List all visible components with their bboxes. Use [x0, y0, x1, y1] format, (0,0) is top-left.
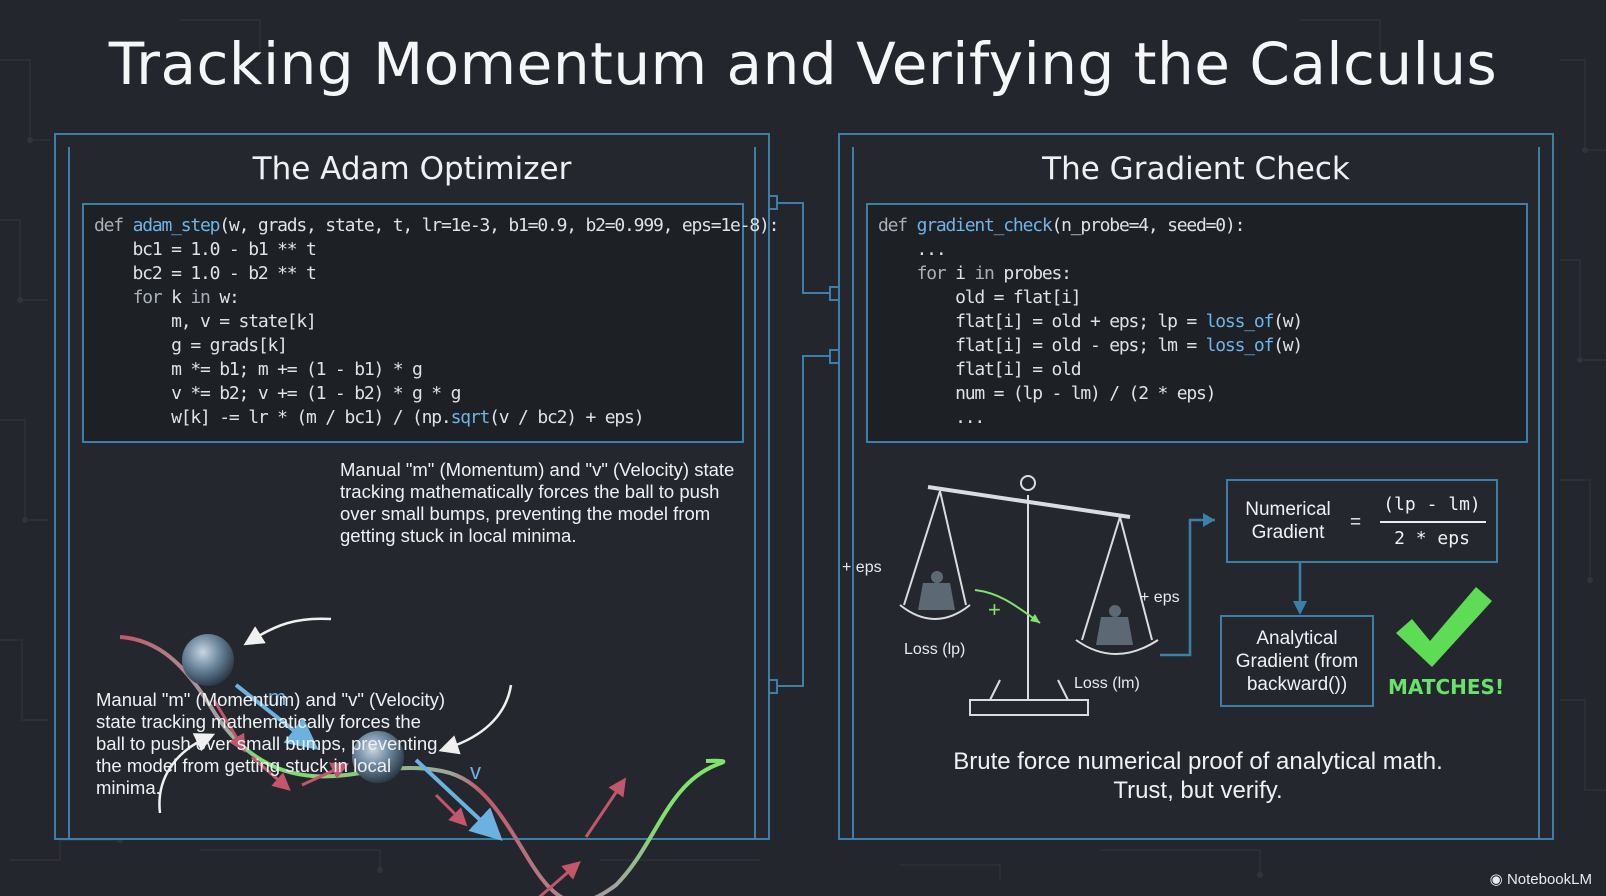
code-line: ...: [878, 239, 947, 260]
notebooklm-icon: ◉: [1489, 871, 1507, 888]
code-line: num = (lp - lm) / (2 * eps): [878, 383, 1216, 404]
formula-denominator: 2 * eps: [1394, 528, 1470, 549]
velocity-arrow: [414, 758, 503, 841]
loss-curve: [119, 635, 726, 896]
balance-scale-diagram: +: [899, 475, 1159, 716]
momentum-landscape-diagram: m v: [119, 617, 726, 896]
matches-label: MATCHES!: [1388, 675, 1505, 699]
brand-logo: ◉ NotebookLM: [1489, 871, 1592, 888]
code-line: m *= b1; m += (1 - b1) * g: [94, 359, 423, 380]
code-line: w[k] -= lr * (m / bc1) / (np.sqrt(v / bc…: [94, 407, 644, 428]
ball-1: [182, 634, 234, 686]
down-arrow: [1293, 563, 1307, 615]
ball-2: [352, 731, 404, 783]
code-line: flat[i] = old - eps; lm = loss_of(w): [878, 335, 1303, 356]
loss-lp-label: Loss (lp): [904, 641, 966, 658]
code-line: old = flat[i]: [878, 287, 1081, 308]
caption-line: Brute force numerical proof of analytica…: [953, 748, 1443, 775]
numerical-gradient-box: Numerical Gradient = (lp - lm) 2 * eps: [1226, 479, 1498, 563]
code-line: for k in w:: [132, 287, 240, 308]
momentum-note-bottom: Manual "m" (Momentum) and "v" (Velocity)…: [96, 689, 446, 798]
code-line: ...: [878, 407, 985, 428]
code-line: m, v = state[k]: [94, 311, 317, 332]
eps-label-right: + eps: [1140, 589, 1180, 606]
analytical-gradient-label: Analytical Gradient (from backward()): [1235, 628, 1359, 695]
eps-label-left: + eps: [842, 559, 882, 576]
gradient-check-panel: The Gradient Check def gradient_check(n_…: [838, 133, 1554, 840]
code-line: for i in probes:: [916, 263, 1072, 284]
code-line: bc2 = 1.0 - b2 ** t: [94, 263, 317, 284]
momentum-arrow-label: m: [268, 685, 286, 710]
verify-caption: Brute force numerical proof of analytica…: [880, 747, 1516, 805]
code-line: flat[i] = old: [878, 359, 1081, 380]
page-title: Tracking Momentum and Verifying the Calc…: [108, 30, 1498, 98]
code-line: def adam_step(w, grads, state, t, lr=1e-…: [94, 215, 779, 236]
flow-connectors: [1160, 513, 1215, 657]
equals-sign: =: [1350, 512, 1362, 533]
code-line: def gradient_check(n_probe=4, seed=0):: [878, 215, 1245, 236]
svg-text:+: +: [988, 597, 1001, 622]
adam-step-code-block: def adam_step(w, grads, state, t, lr=1e-…: [82, 203, 779, 443]
gradient-check-code-block: def gradient_check(n_probe=4, seed=0): .…: [866, 203, 1528, 443]
numerical-gradient-label: Numerical Gradient: [1245, 499, 1331, 543]
formula-numerator: (lp - lm): [1383, 494, 1481, 515]
adam-panel-title: The Adam Optimizer: [252, 151, 572, 187]
velocity-arrow-label: v: [470, 759, 481, 784]
code-line: g = grads[k]: [94, 335, 288, 356]
momentum-arrow: [234, 683, 319, 750]
gradient-check-panel-title: The Gradient Check: [1042, 151, 1350, 187]
code-line: bc1 = 1.0 - b1 ** t: [94, 239, 317, 260]
analytical-gradient-box: Analytical Gradient (from backward()): [1220, 615, 1374, 707]
momentum-note-top: Manual "m" (Momentum) and "v" (Velocity)…: [340, 459, 735, 546]
code-line: flat[i] = old + eps; lp = loss_of(w): [878, 311, 1303, 332]
code-line: v *= b2; v += (1 - b2) * g * g: [94, 383, 461, 404]
check-icon: [1396, 587, 1492, 667]
caption-line: Trust, but verify.: [1113, 777, 1283, 804]
loss-lm-label: Loss (lm): [1074, 675, 1140, 692]
adam-optimizer-panel: The Adam Optimizer def adam_step(w, grad…: [54, 133, 779, 896]
